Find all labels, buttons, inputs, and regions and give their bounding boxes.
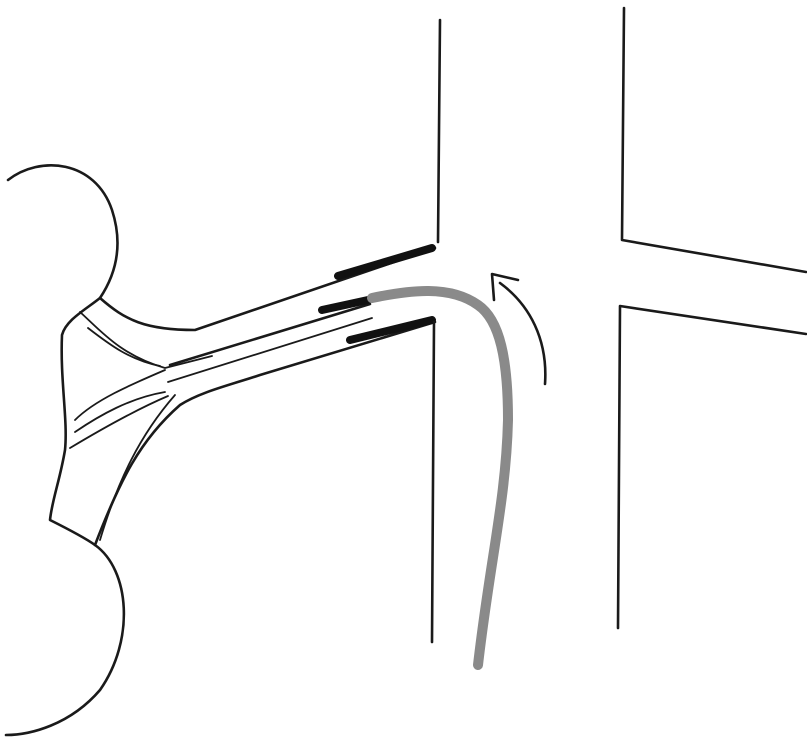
ostium-band-middle xyxy=(322,300,368,310)
kidney-lower-lobe xyxy=(6,545,124,735)
vessel-branch-upper xyxy=(80,312,212,368)
renal-vessel-inner-upper xyxy=(170,304,370,365)
aorta-right-wall-lower xyxy=(618,306,806,628)
catheter xyxy=(372,291,508,665)
ostium-band-lower xyxy=(350,320,432,340)
kidney-upper-lobe xyxy=(8,165,117,298)
aorta-left-wall-upper xyxy=(438,20,440,242)
aorta-left-wall-lower xyxy=(432,322,434,642)
aorta-right-wall-upper xyxy=(622,8,806,272)
vessel-branch-upper-inner xyxy=(88,328,160,366)
ostium-band-upper xyxy=(338,248,432,276)
renal-vessel-lower-inner xyxy=(100,395,175,540)
